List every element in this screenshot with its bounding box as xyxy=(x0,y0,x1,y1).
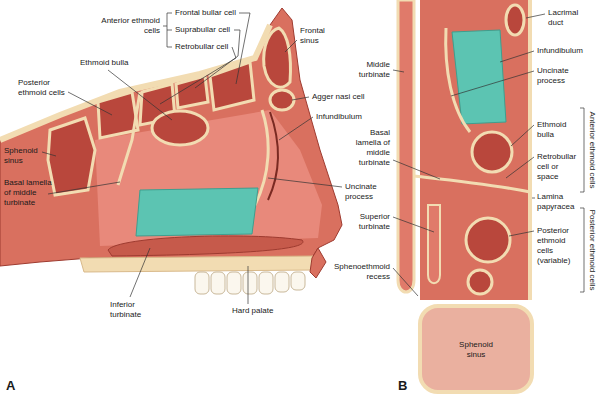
part-label: Uncinate process xyxy=(537,66,579,86)
part-label: Inferior turbinate xyxy=(110,300,155,320)
agger-nasi-cell xyxy=(270,90,294,110)
part-label: Posterior ethmoid cells xyxy=(18,78,70,98)
superior-turbinate xyxy=(428,205,440,283)
leader-line xyxy=(511,125,534,146)
leader-line xyxy=(292,97,309,100)
leader-line xyxy=(393,70,404,72)
leader-line xyxy=(526,14,545,18)
part-label: Frontal sinus xyxy=(300,26,334,46)
tooth xyxy=(259,272,273,294)
part-label: Ethmoid bulla xyxy=(537,120,579,140)
part-label: Sphenoid sinus xyxy=(452,340,500,360)
leader-line xyxy=(279,117,313,140)
middle-turbinate xyxy=(398,0,414,292)
tooth xyxy=(275,272,289,292)
part-label: Infundibulum xyxy=(537,46,592,56)
leader-line xyxy=(236,13,250,84)
part-label: Agger nasi cell xyxy=(312,92,382,102)
leader-line xyxy=(506,157,534,178)
leader-line xyxy=(130,248,150,297)
upper-lip xyxy=(310,248,326,278)
tooth xyxy=(243,272,257,294)
head-tissue xyxy=(0,8,342,266)
leader-line xyxy=(451,71,534,96)
tooth xyxy=(291,272,305,290)
leader-line xyxy=(509,231,534,236)
frontal-bullar-cell xyxy=(210,62,254,110)
tooth xyxy=(195,272,209,294)
posterior-ethmoid-cell xyxy=(466,218,510,262)
posterior-ethmoid-cell xyxy=(468,270,492,294)
frontal-sinus xyxy=(264,28,291,87)
panel-letter: B xyxy=(398,378,407,393)
lacrimal-duct xyxy=(506,5,524,35)
part-label: Infundibulum xyxy=(316,112,376,122)
ethmoid-bulla xyxy=(152,111,208,145)
part-label: Retrobullar cell or space xyxy=(537,152,579,182)
part-label: Posterior ethmoid cells xyxy=(587,210,597,291)
part-label: Superior turbinate xyxy=(350,212,390,232)
part-label: Frontal bullar cell xyxy=(175,8,255,18)
part-label: Lacrimal duct xyxy=(548,8,588,28)
leader-line xyxy=(532,198,535,199)
leader-line xyxy=(195,30,240,88)
suprabullar-cell xyxy=(176,76,208,108)
group-bracket xyxy=(580,108,584,192)
leader-line xyxy=(393,217,434,232)
part-label: Ethmoid bulla xyxy=(80,58,150,68)
leader-line xyxy=(393,160,440,179)
uncinate-process xyxy=(446,28,470,132)
infundibulum-groove xyxy=(268,112,278,200)
leader-line xyxy=(42,152,56,156)
part-label: Hard palate xyxy=(232,306,292,316)
teeth xyxy=(195,272,305,294)
lamina-papyracea xyxy=(528,0,532,300)
lateral-nasal-wall xyxy=(420,0,530,300)
group-bracket xyxy=(163,13,172,47)
part-label: Retrobullar cell xyxy=(175,42,255,52)
group-bracket xyxy=(580,208,584,292)
leader-line xyxy=(393,268,418,296)
leader-line xyxy=(68,92,112,115)
infundibulum xyxy=(452,30,506,124)
part-label: Suprabullar cell xyxy=(175,25,255,35)
sphenoid-sinus xyxy=(48,118,95,195)
leader-lines xyxy=(42,13,584,304)
part-label: Sphenoid sinus xyxy=(4,146,44,166)
part-label: Basal lamella of middle turbinate xyxy=(4,178,54,208)
middle-turbinate-window xyxy=(136,188,258,236)
leader-line xyxy=(268,178,342,187)
basal-lamella xyxy=(118,92,140,185)
part-label: Uncinate process xyxy=(345,182,385,202)
tooth xyxy=(227,272,241,294)
leader-line xyxy=(500,51,534,62)
sphenoid-sinus xyxy=(420,306,532,392)
leader-line xyxy=(248,266,249,304)
part-label: Basal lamella of middle turbinate xyxy=(350,128,390,168)
part-label: Anterior ethmoid cells xyxy=(100,16,160,36)
basal-lamella xyxy=(414,176,530,192)
part-label: Sphenoethmoid recess xyxy=(332,262,390,282)
panel-letter: A xyxy=(6,378,15,393)
leader-line xyxy=(48,182,120,194)
inferior-turbinate xyxy=(108,236,303,256)
ethmoid-bulla xyxy=(472,132,512,172)
tooth xyxy=(211,272,225,294)
part-label: Anterior ethmoid cells xyxy=(587,112,597,189)
part-label: Middle turbinate xyxy=(350,60,390,80)
leader-line xyxy=(160,47,236,104)
part-label: Posterior ethmoid cells (variable) xyxy=(537,226,579,266)
hard-palate xyxy=(80,256,318,272)
leader-line xyxy=(108,70,172,120)
leader-line xyxy=(285,40,297,52)
part-label: Lamina papyracea xyxy=(537,192,579,212)
